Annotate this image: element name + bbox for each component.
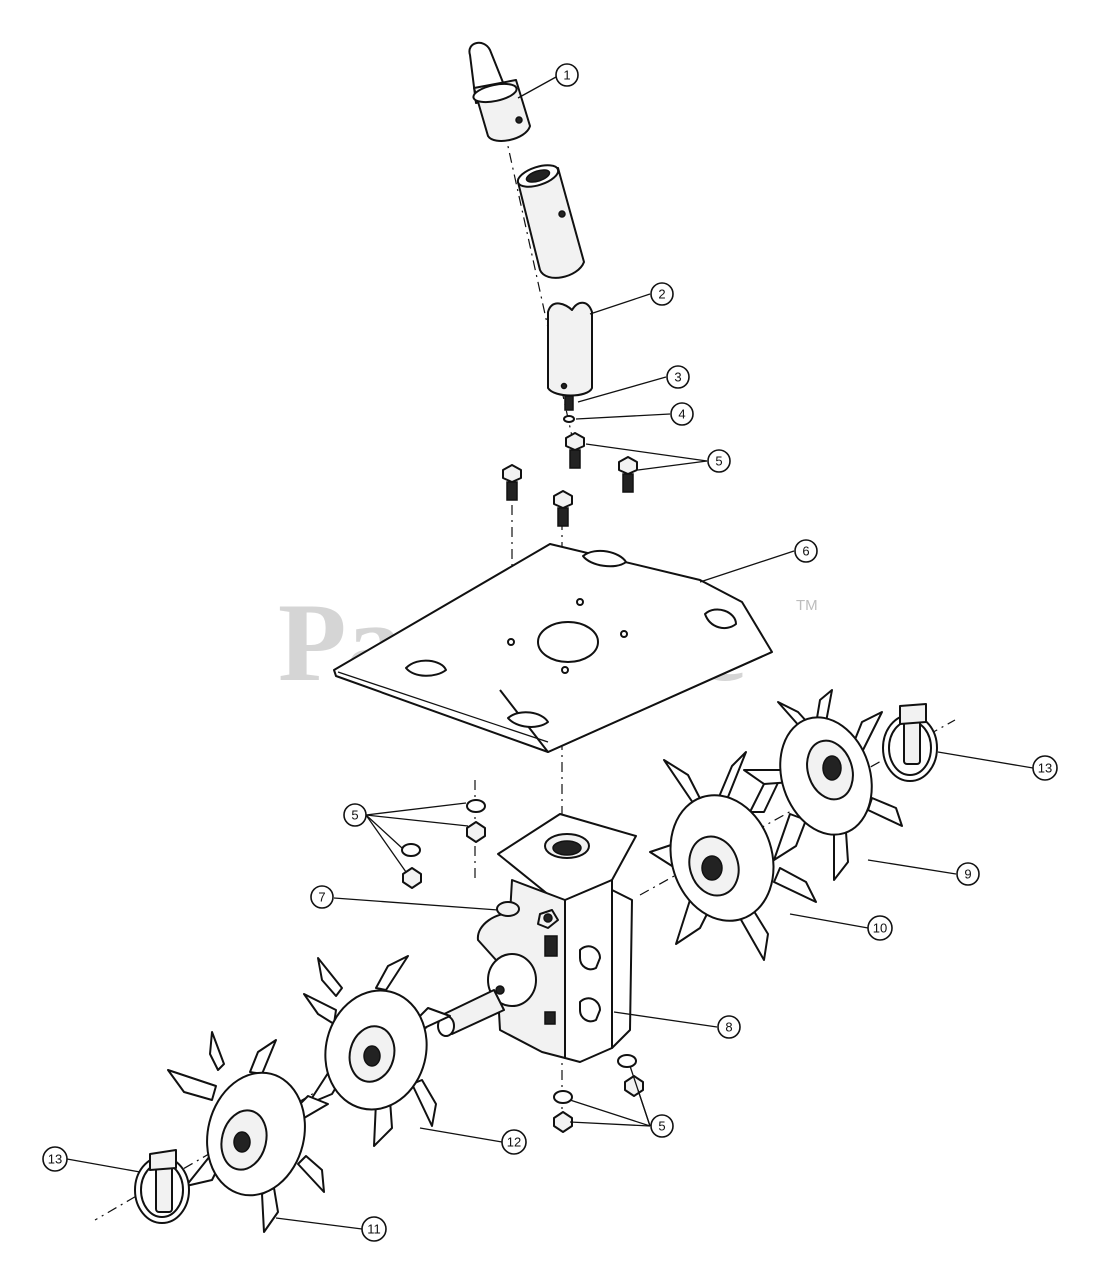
shaft-part bbox=[547, 301, 593, 397]
callout-13b[interactable]: 13 bbox=[42, 1146, 68, 1172]
clevis-pin-right-part bbox=[882, 703, 938, 782]
handle-adapter-part bbox=[468, 41, 531, 142]
leader-lines bbox=[66, 76, 1034, 1230]
callout-11[interactable]: 11 bbox=[361, 1216, 387, 1242]
callout-1[interactable]: 1 bbox=[555, 63, 579, 87]
clevis-pin-left-part bbox=[134, 1149, 190, 1224]
svg-text:8: 8 bbox=[725, 1020, 732, 1035]
callout-13a[interactable]: 13 bbox=[1032, 755, 1058, 781]
svg-text:10: 10 bbox=[873, 921, 887, 936]
svg-text:12: 12 bbox=[507, 1135, 521, 1150]
callout-7[interactable]: 7 bbox=[310, 885, 334, 909]
svg-text:3: 3 bbox=[674, 370, 681, 385]
callouts: 1 2 3 4 5 6 13 5 9 7 10 8 12 5 13 11 bbox=[42, 63, 1058, 1242]
svg-text:2: 2 bbox=[658, 287, 665, 302]
callout-5b[interactable]: 5 bbox=[343, 803, 367, 827]
svg-text:4: 4 bbox=[678, 407, 685, 422]
callout-12[interactable]: 12 bbox=[501, 1129, 527, 1155]
svg-text:9: 9 bbox=[964, 867, 971, 882]
left-nuts-part bbox=[401, 799, 486, 889]
callout-10[interactable]: 10 bbox=[867, 915, 893, 941]
gearbox-part bbox=[437, 813, 637, 1063]
callout-9[interactable]: 9 bbox=[956, 862, 980, 886]
callout-5c[interactable]: 5 bbox=[650, 1114, 674, 1138]
shield-plate-part bbox=[333, 543, 773, 753]
svg-text:1: 1 bbox=[563, 68, 570, 83]
svg-text:5: 5 bbox=[715, 454, 722, 469]
fitting-part bbox=[496, 901, 559, 929]
watermark-trademark: TM bbox=[796, 597, 818, 614]
tine-assembly-9-part bbox=[743, 689, 903, 881]
svg-text:5: 5 bbox=[658, 1119, 665, 1134]
tine-assembly-12-part bbox=[303, 955, 451, 1147]
shaft-pin-part bbox=[563, 395, 575, 423]
svg-text:13: 13 bbox=[48, 1152, 62, 1167]
upper-bolts-part bbox=[502, 432, 638, 527]
callout-6[interactable]: 6 bbox=[794, 539, 818, 563]
svg-text:6: 6 bbox=[802, 544, 809, 559]
tine-assembly-11-part bbox=[167, 1031, 329, 1233]
svg-text:7: 7 bbox=[318, 890, 325, 905]
callout-4[interactable]: 4 bbox=[670, 402, 694, 426]
callout-2[interactable]: 2 bbox=[650, 282, 674, 306]
svg-text:13: 13 bbox=[1038, 761, 1052, 776]
callout-3[interactable]: 3 bbox=[666, 365, 690, 389]
callout-8[interactable]: 8 bbox=[717, 1015, 741, 1039]
tine-assembly-10-part bbox=[649, 751, 817, 961]
upper-tube-part bbox=[516, 164, 585, 279]
svg-text:5: 5 bbox=[351, 808, 358, 823]
callout-5a[interactable]: 5 bbox=[707, 449, 731, 473]
svg-text:11: 11 bbox=[367, 1222, 381, 1237]
